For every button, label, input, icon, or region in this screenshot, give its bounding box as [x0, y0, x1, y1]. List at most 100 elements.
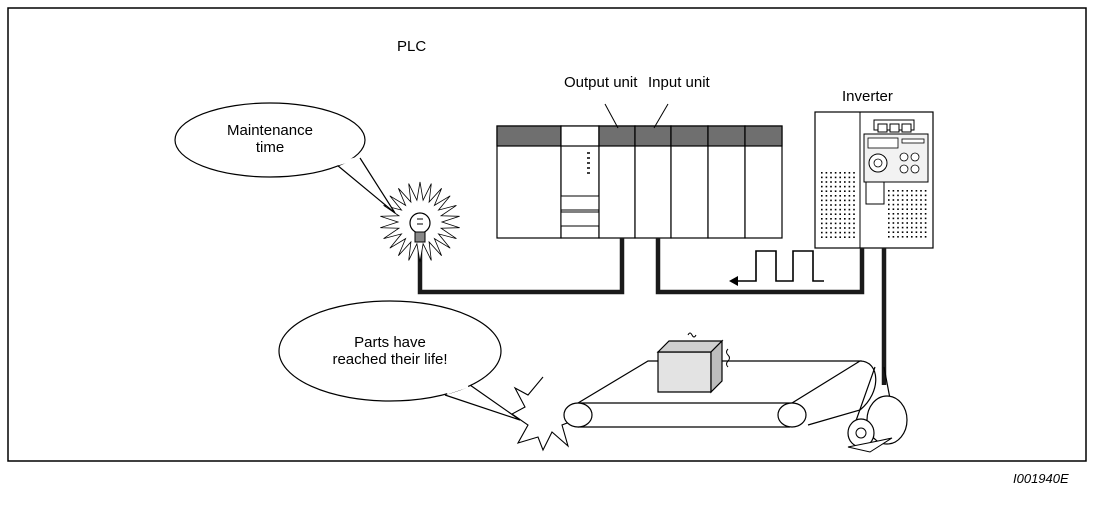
pulse-signal-icon [738, 250, 824, 282]
plc-io-module-top [670, 125, 709, 147]
plc-led-indicators [587, 152, 590, 174]
vent-dot [853, 218, 855, 220]
pulse-arrow-icon [729, 276, 738, 286]
vent-dot [924, 208, 927, 210]
vent-dot [853, 176, 855, 179]
figure-id: I001940E [1013, 471, 1069, 486]
vent-dot [853, 231, 855, 234]
vent-dot [825, 218, 828, 220]
vent-dot [853, 204, 855, 206]
vent-dot [844, 213, 846, 215]
inverter-vent-left [821, 172, 855, 238]
plc-to-inverter-cable [655, 238, 865, 295]
vent-dot [853, 208, 855, 211]
vent-dot [848, 190, 851, 192]
vent-dot [821, 199, 823, 202]
vent-dot [911, 213, 913, 215]
vent-dot [892, 226, 895, 229]
vent-dot [911, 190, 913, 192]
vent-dot [844, 222, 846, 225]
vent-dot [821, 213, 823, 215]
vent-dot [821, 231, 823, 234]
vent-dot [911, 226, 913, 229]
vent-dot [844, 227, 846, 229]
vent-dot [892, 203, 895, 206]
vent-dot [911, 217, 913, 220]
vent-dot [920, 190, 922, 192]
vent-dot [911, 231, 913, 233]
vent-dot [821, 204, 823, 206]
vent-dot [830, 208, 832, 211]
vent-dot [888, 236, 890, 238]
vent-dot [825, 176, 828, 179]
vent-dot [853, 172, 855, 174]
vent-dot [848, 176, 851, 179]
vent-dot [911, 236, 913, 238]
vent-dot [892, 213, 895, 215]
vent-dot [830, 213, 832, 215]
vent-dot [911, 203, 913, 206]
vent-dot [901, 203, 904, 206]
vent-dot [825, 236, 828, 238]
parts-text-line-1: Parts have [354, 334, 426, 351]
vent-dot [839, 172, 841, 174]
vent-dot [839, 231, 841, 234]
inverter-buttons [899, 138, 925, 174]
vent-dot [901, 217, 904, 220]
vent-dot [848, 172, 851, 174]
plc-power-module-top [560, 125, 600, 147]
inverter [814, 111, 934, 249]
vent-dot [897, 199, 899, 201]
inverter-vent-right [888, 190, 927, 238]
vent-dot [915, 231, 918, 233]
vent-dot [924, 236, 927, 238]
vent-dot [844, 231, 846, 234]
vent-dot [825, 181, 828, 183]
vent-dot [839, 185, 841, 188]
vent-dot [892, 190, 895, 192]
vent-dot [897, 203, 899, 206]
vent-dot [853, 190, 855, 192]
plc-rack [496, 125, 783, 239]
vent-dot [834, 208, 837, 211]
vent-dot [915, 222, 918, 224]
box-vibration-marks [687, 332, 730, 368]
vent-dot [825, 172, 828, 174]
vent-dot [892, 208, 895, 210]
vent-dot [844, 208, 846, 211]
vent-dot [915, 190, 918, 192]
vent-dot [825, 208, 828, 211]
vent-dot [844, 181, 846, 183]
vent-dot [825, 227, 828, 229]
vent-dot [911, 208, 913, 210]
lamp-base [414, 231, 426, 243]
motor-mount [847, 437, 893, 453]
plc-input-unit-top [634, 125, 672, 147]
noise-burst-icon [510, 376, 576, 452]
vent-dot [834, 185, 837, 188]
vent-dot [901, 213, 904, 215]
vent-dot [901, 231, 904, 233]
vent-dot [911, 199, 913, 201]
vent-dot [821, 176, 823, 179]
vent-dot [924, 199, 927, 201]
vent-dot [888, 208, 890, 210]
vent-dot [821, 227, 823, 229]
maintenance-bubble-body [174, 102, 366, 178]
vent-dot [901, 199, 904, 201]
box-front-face [657, 351, 712, 393]
vent-dot [924, 194, 927, 197]
vent-dot [897, 222, 899, 224]
vent-dot [915, 236, 918, 238]
vent-dot [911, 222, 913, 224]
vent-dot [825, 222, 828, 225]
vent-dot [839, 190, 841, 192]
parts-bubble-body [278, 300, 502, 402]
vent-dot [920, 222, 922, 224]
vent-dot [839, 181, 841, 183]
vent-dot [924, 190, 927, 192]
vent-dot [901, 190, 904, 192]
motor [847, 366, 908, 453]
vent-dot [897, 236, 899, 238]
maintenance-bubble-text: Maintenance time [195, 122, 345, 156]
